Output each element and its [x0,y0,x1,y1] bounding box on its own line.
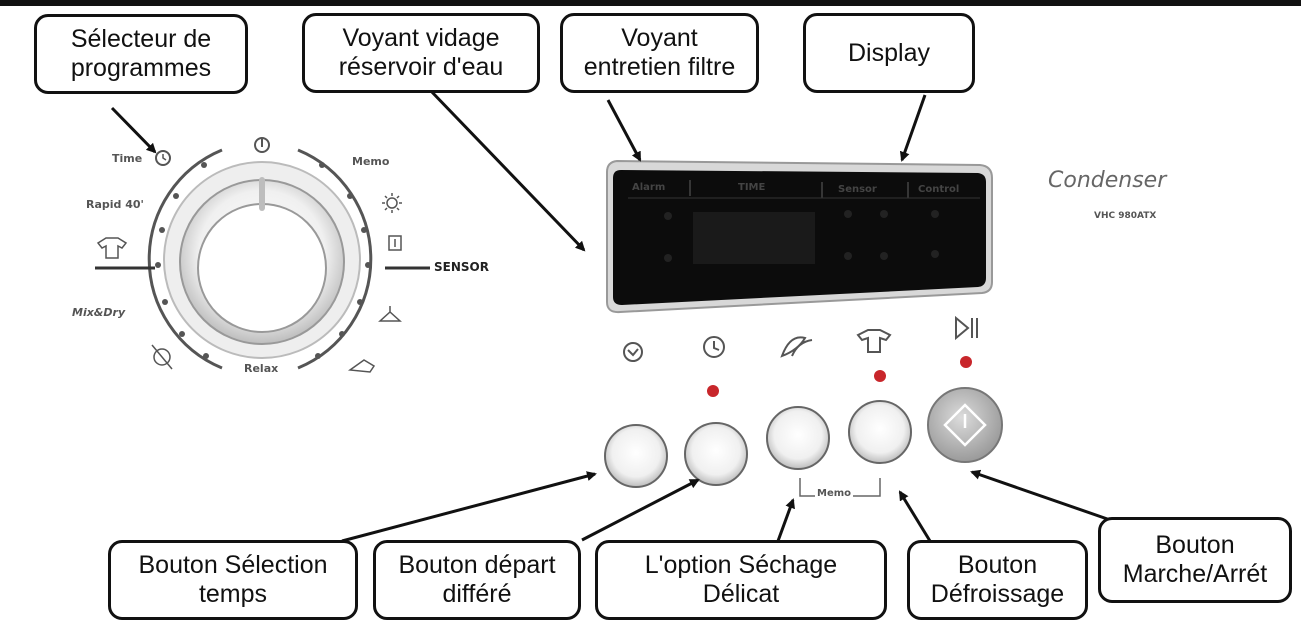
timer-icon [623,342,643,362]
start-diamond-icon [943,403,987,447]
start-led [960,356,972,368]
dial-label-memo: Memo [352,155,390,168]
memo-bracket [799,478,881,497]
sun-icon [382,193,402,213]
callout-sechage: L'option Séchage Délicat [595,540,887,620]
memo-group-label: Memo [817,488,852,499]
delay-start-led [707,385,719,397]
wool-icon [153,348,171,366]
dial-label-time: Time [112,152,143,165]
iron-icon [347,359,376,373]
callout-depart-differe: Bouton départ différé [373,540,581,620]
model-number: VHC 980ATX [1094,211,1157,221]
program-dial[interactable] [95,137,430,373]
delay-start-icon [703,336,725,358]
play-pause-icon [955,315,978,341]
dial-label-rapid: Rapid 40' [86,198,144,211]
shirt-icon [96,237,128,259]
display-label-sensor: Sensor [838,184,877,195]
time-select-button[interactable] [604,424,668,488]
anti-crease-led [874,370,886,382]
callout-arrows [110,88,1117,543]
callout-filtre: Voyant entretien filtre [560,13,759,93]
callout-selection-temps: Bouton Sélection temps [108,540,358,620]
dial-inner [197,203,327,333]
brand-name: Condenser [1048,168,1167,193]
start-stop-button[interactable] [927,387,1003,463]
button-icons [623,315,978,362]
dial-ring-left [147,148,223,370]
callout-display: Display [803,13,975,93]
display-panel [606,159,993,314]
time-digits-area [693,212,815,264]
anti-crease-icon [856,329,892,353]
display-label-alarm: Alarm [632,182,666,193]
callout-marche-arret: Bouton Marche/Arrét [1098,517,1292,603]
dial-label-sensor: SENSOR [434,260,489,274]
callout-defroissage: Bouton Défroissage [907,540,1088,620]
dial-label-mix-dry: Mix&Dry [72,306,126,319]
clock-icon [155,150,171,166]
delay-start-button[interactable] [684,422,748,486]
delicate-dry-button[interactable] [766,406,830,470]
hanger-icon [378,306,402,322]
wardrobe-icon [388,235,402,251]
dial-label-relax: Relax [244,362,279,375]
dial-ring-right [297,148,373,370]
display-label-time: TIME [738,182,766,193]
top-border [0,0,1301,6]
anti-crease-button[interactable] [848,400,912,464]
delicate-icon [780,336,813,358]
callout-selecteur: Sélecteur de programmes [34,14,248,94]
display-label-control: Control [918,184,960,195]
callout-vidage: Voyant vidage réservoir d'eau [302,13,540,93]
